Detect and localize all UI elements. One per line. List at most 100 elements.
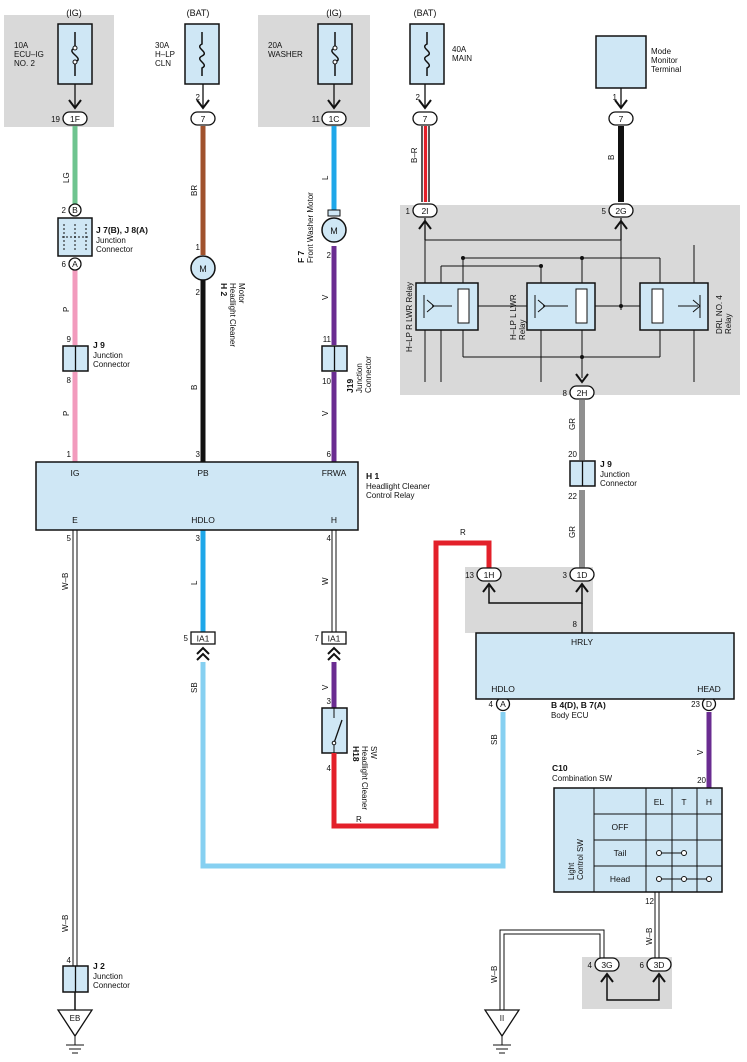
pin-number: 4 [327, 534, 332, 543]
ground-ii: II [483, 1009, 521, 1054]
terminal-label: HEAD [697, 684, 721, 694]
wire-w-b [499, 929, 605, 1010]
terminal-label: HDLO [191, 515, 215, 525]
component-name: Junction [93, 972, 123, 981]
connector-2g: 2G [608, 203, 634, 240]
relay-label: Relay [724, 314, 733, 334]
wire-color-label: LG [62, 172, 71, 183]
component-name: Control Relay [366, 491, 414, 500]
relay-h-lp-l-lwr [526, 282, 596, 331]
fuse-ecu-ig [57, 23, 93, 85]
svg-text:1F: 1F [70, 114, 80, 124]
wire-w-b [503, 933, 601, 1010]
svg-text:IA1: IA1 [328, 634, 341, 644]
wire-color-labels: LG BR L B–R B P P B V V GR GR W–B L W R … [61, 147, 705, 983]
connector-1f: 1F [62, 84, 88, 126]
terminal-label: FRWA [322, 468, 347, 478]
terminal-label: PB [197, 468, 209, 478]
fuse-amp: 30A [155, 41, 170, 50]
body-ecu [475, 632, 735, 700]
component-name: SW [369, 746, 378, 759]
relay-drl-no4 [639, 282, 709, 331]
pin-number: 1 [406, 207, 411, 216]
component-name: Junction [96, 236, 126, 245]
terminal-label: IG [71, 468, 80, 478]
component-name: Junction [93, 351, 123, 360]
svg-text:1C: 1C [329, 114, 340, 124]
connector-2h: 2H [569, 373, 595, 400]
wire-color-label: R [356, 815, 362, 824]
connector-3g: 3G [594, 957, 620, 983]
wire-color-label: P [62, 411, 71, 416]
fuse-hlp-cln [184, 23, 220, 85]
pin-number: 2 [416, 93, 421, 102]
fuse-amp: 40A [452, 45, 467, 54]
fuse-name: H–LP [155, 50, 175, 59]
connector-3d: 3D [646, 957, 672, 983]
relay-label: Relay [518, 320, 527, 340]
component-id: B 4(D), B 7(A) [551, 700, 606, 710]
junction-connector-j19 [321, 345, 348, 372]
connector-a: A [495, 696, 511, 712]
wire-color-label: W–B [490, 966, 499, 983]
wire-color-label: W–B [61, 915, 70, 932]
wire-color-label: R [460, 528, 466, 537]
relay-junction-dots [461, 256, 623, 359]
fuse-name: CLN [155, 59, 171, 68]
front-washer-motor: M [321, 209, 347, 243]
fuse-amp: 10A [14, 41, 29, 50]
junction-connector-j9 [62, 345, 89, 372]
pin-number: 10 [322, 377, 331, 386]
component-name: Connector [93, 360, 130, 369]
wire-color-label: GR [568, 418, 577, 430]
pin-number: 4 [588, 961, 593, 970]
svg-text:IA1: IA1 [197, 634, 210, 644]
headlight-cleaner-motor: M [190, 255, 216, 281]
column-header: T [681, 797, 686, 807]
wire-color-label: V [321, 410, 330, 416]
side-label: Control SW [576, 839, 585, 880]
connector-1d: 1D [569, 567, 595, 593]
pin-number: 19 [51, 115, 60, 124]
headlight-cleaner-switch [321, 707, 348, 754]
pin-number: 4 [327, 764, 332, 773]
component-id: H 2 [219, 283, 229, 297]
component-name: Junction [355, 363, 364, 393]
pin-number: 20 [568, 450, 577, 459]
ground-eb: EB [56, 1009, 94, 1054]
pin-number: 2 [196, 288, 201, 297]
row-label: Head [610, 874, 631, 884]
component-name: Combination SW [552, 774, 612, 783]
headlight-cleaner-control-relay [35, 461, 359, 531]
component-name: Connector [600, 479, 637, 488]
connector-7: 7 [190, 84, 216, 126]
pin-number: 5 [602, 207, 607, 216]
mode-monitor-terminal [595, 35, 647, 89]
pin-number: 22 [568, 492, 577, 501]
pin-number: 8 [563, 389, 568, 398]
column-header: EL [654, 797, 665, 807]
wire-color-label: V [321, 684, 330, 690]
pin-number: 1 [613, 93, 618, 102]
svg-text:D: D [706, 699, 712, 709]
pin-number: 1 [196, 243, 201, 252]
wire-color-label: P [62, 307, 71, 312]
row-label: OFF [612, 822, 629, 832]
pin-number: 6 [62, 260, 67, 269]
svg-text:2G: 2G [615, 206, 626, 216]
terminal-label: H [331, 515, 337, 525]
wire-color-label: L [321, 175, 330, 180]
svg-text:2H: 2H [577, 388, 588, 398]
component-name: Headlight Cleaner [366, 482, 430, 491]
mode-monitor-label: Terminal [651, 65, 681, 74]
combination-switch [553, 787, 723, 893]
connector-7: 7 [608, 88, 634, 126]
wire-sb [200, 662, 506, 869]
connector-1c: 1C [321, 84, 347, 126]
relay-label: DRL NO. 4 [715, 295, 724, 334]
power-source-label: (IG) [66, 8, 82, 18]
fuse-amp: 20A [268, 41, 283, 50]
pin-number: 6 [327, 450, 332, 459]
component-id: J 9 [93, 340, 105, 350]
terminal-label: HDLO [491, 684, 515, 694]
